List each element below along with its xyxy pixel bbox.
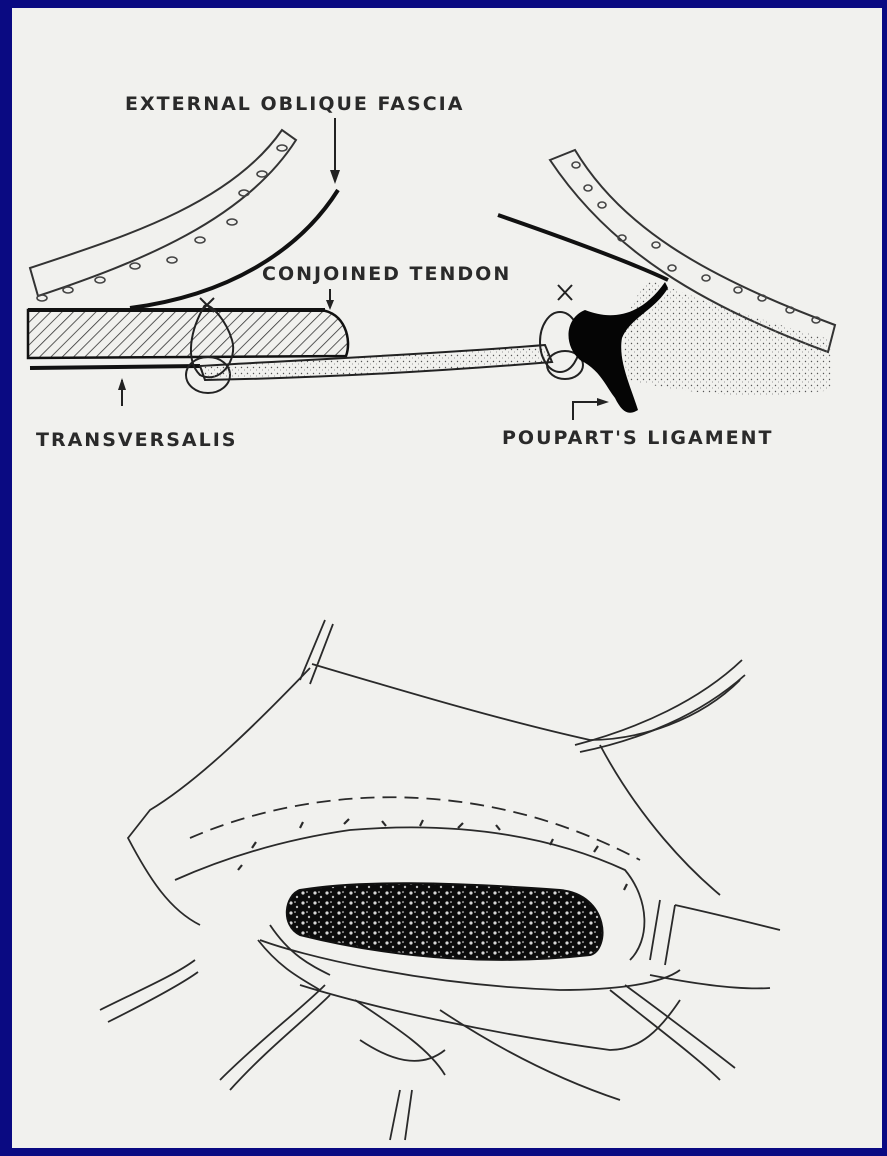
transversalis-arrow (118, 378, 126, 406)
retractor-left (100, 960, 198, 1022)
lower-strands (355, 1000, 620, 1100)
surgical-view-illustration (100, 620, 780, 1140)
retractor-bottom-center (360, 1040, 445, 1140)
retractor-left-small (220, 925, 330, 1090)
retractor-right-upper (650, 900, 780, 965)
label-external-oblique-fascia: EXTERNAL OBLIQUE FASCIA (125, 93, 464, 115)
retractor-top-right (575, 660, 745, 752)
external-oblique-arrow (330, 118, 340, 184)
label-conjoined-tendon: CONJOINED TENDON (262, 263, 511, 285)
cross-section-diagram: EXTERNAL OBLIQUE FASCIA CONJOINED TENDON… (28, 93, 835, 451)
label-pouparts-ligament: POUPART'S LIGAMENT (502, 427, 773, 449)
conjoined-tendon-arrow (326, 289, 334, 310)
left-muscle-band (30, 130, 296, 301)
mesh-patch (287, 883, 603, 960)
conjoined-tendon-block (28, 310, 348, 358)
transversalis-line (30, 366, 200, 368)
label-transversalis: TRANSVERSALIS (36, 429, 237, 451)
suture-marks (238, 819, 627, 890)
retractor-right-lower (610, 975, 770, 1080)
pouparts-arrow (573, 398, 609, 420)
